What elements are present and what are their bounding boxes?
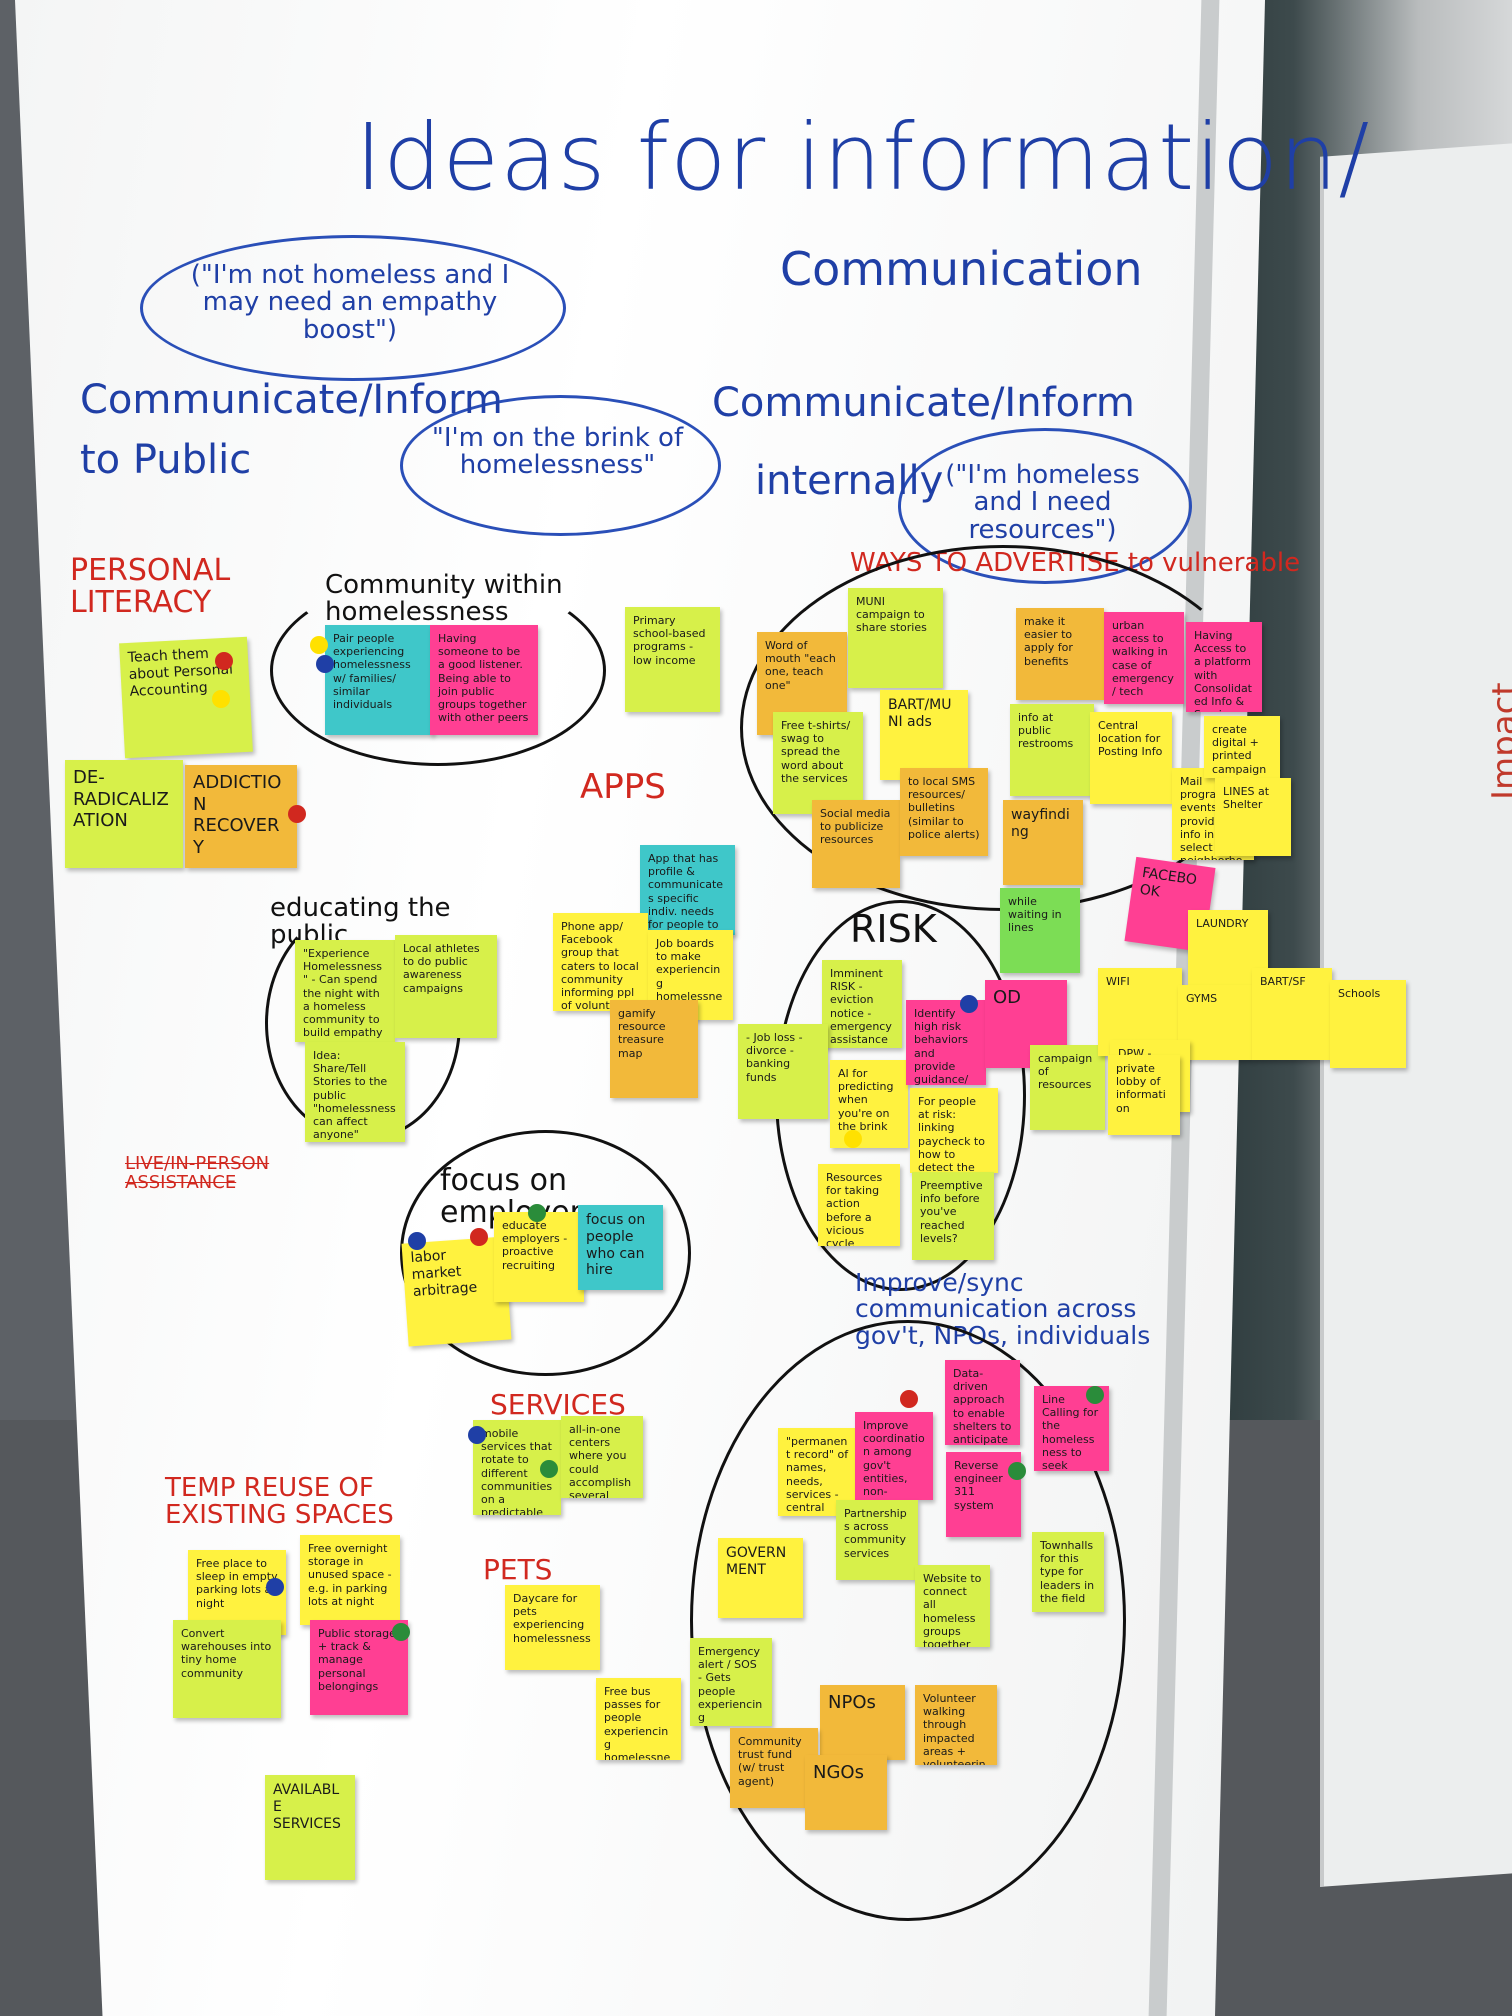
- note-urban-access: urban access to walking in case of emerg…: [1104, 612, 1184, 704]
- note-gamify: gamify resource treasure map: [610, 1000, 698, 1098]
- note-create-digital: create digital + printed campaign: [1204, 716, 1280, 778]
- board-title: Ideas for information/: [355, 104, 1371, 211]
- blue-dot-sticker: [316, 655, 334, 673]
- note-convert-warehouses: Convert warehouses into tiny home commun…: [173, 1620, 281, 1718]
- note-free-overnight: Free overnight storage in unused space -…: [300, 1535, 400, 1625]
- note-having-someone: Having someone to be a good listener. Be…: [430, 625, 538, 735]
- adjacent-board-writing: Impact: [1485, 682, 1512, 800]
- note-free-tshirts: Free t-shirts/ swag to spread the word a…: [773, 712, 863, 814]
- note-daycare-pets: Daycare for pets experiencing homelessne…: [505, 1585, 600, 1670]
- blue-dot-sticker: [266, 1578, 284, 1596]
- note-central-location: Central location for Posting Info: [1090, 712, 1172, 804]
- note-educate-employers: educate employers - proactive recruiting: [494, 1212, 584, 1302]
- note-wayfinding: wayfinding: [1003, 800, 1083, 885]
- note-job-loss: - Job loss - divorce - banking funds: [738, 1024, 828, 1119]
- quote-oval-brink: [400, 395, 721, 536]
- note-emergency-alert: Emergency alert / SOS - Gets people expe…: [690, 1638, 772, 1726]
- note-campaign-resources: campaign of resources: [1030, 1045, 1105, 1130]
- heading-pets: PETS: [483, 1553, 553, 1586]
- heading-apps: APPS: [580, 767, 666, 807]
- note-experience-homelessness: "Experience Homelessness" - Can spend th…: [295, 940, 395, 1042]
- note-ai-predicting: AI for predicting when you're on the bri…: [830, 1060, 908, 1148]
- heading-services: SERVICES: [490, 1388, 626, 1421]
- board-subtitle: Communication: [780, 242, 1143, 296]
- note-pair-people: Pair people experiencing homelessness w/…: [325, 625, 433, 735]
- note-local-athletes: Local athletes to do public awareness ca…: [395, 935, 497, 1038]
- note-make-easier: make it easier to apply for benefits: [1016, 608, 1104, 700]
- green-dot-sticker: [528, 1204, 546, 1222]
- heading-communicate-internal: Communicate/Inform: [712, 380, 1135, 426]
- note-for-people-risk: For people at risk: linking paycheck to …: [910, 1088, 998, 1173]
- note-primary-school: Primary school-based programs - low inco…: [625, 607, 720, 712]
- note-available-services: AVAILABLE SERVICES: [265, 1775, 355, 1880]
- note-reverse-engineer: Reverse engineer 311 system: [946, 1452, 1021, 1537]
- note-bart-sf: BART/SF: [1252, 968, 1332, 1060]
- red-dot-sticker: [470, 1228, 488, 1246]
- note-partnerships: Partnerships across community services: [836, 1500, 918, 1580]
- note-lines-shelter: LINES at Shelter: [1215, 778, 1291, 856]
- heading-personal-literacy: PERSONAL LITERACY: [70, 553, 231, 620]
- community-loop: [270, 575, 606, 766]
- note-phone-app: Phone app/ Facebook group that caters to…: [553, 913, 648, 1011]
- yellow-dot-sticker: [212, 690, 230, 708]
- note-website-connect: Website to connect all homeless groups t…: [915, 1565, 990, 1647]
- note-idea-share: Idea: Share/Tell Stories to the public "…: [305, 1042, 405, 1142]
- note-npos: NPOs: [820, 1685, 905, 1760]
- quote-need-resources: ("I'm homeless and I need resources"): [945, 460, 1140, 545]
- yellow-dot-sticker: [844, 1130, 862, 1148]
- note-volunteer-walking: Volunteer walking through impacted areas…: [915, 1685, 997, 1765]
- note-ngos: NGOs: [805, 1755, 887, 1830]
- note-focus-people: focus on people who can hire: [578, 1205, 663, 1290]
- note-improve-coordination: Improve coordination among gov't entitie…: [855, 1412, 933, 1500]
- heading-internally: internally: [755, 458, 944, 504]
- green-dot-sticker: [392, 1623, 410, 1641]
- note-data-driven: Data-driven approach to enable shelters …: [945, 1360, 1020, 1445]
- note-social-media: Social media to publicize resources: [812, 800, 900, 888]
- note-schools: Schools: [1330, 980, 1406, 1068]
- note-community-trust: Community trust fund (w/ trust agent): [730, 1728, 818, 1808]
- note-addiction-recovery: ADDICTION RECOVERY: [185, 765, 297, 868]
- note-having-access: Having Access to a platform with Consoli…: [1186, 622, 1262, 712]
- red-dot-sticker: [215, 652, 233, 670]
- note-permanent-record: "permanent record" of names, needs, serv…: [778, 1428, 858, 1516]
- note-identify-high-risk: Identify high risk behaviors and provide…: [906, 1000, 986, 1085]
- note-all-in-one: all-in-one centers where you could accom…: [561, 1416, 643, 1498]
- note-while-waiting: while waiting in lines: [1000, 888, 1080, 973]
- note-mobile-services: mobile services that rotate to different…: [473, 1420, 561, 1515]
- green-dot-sticker: [540, 1460, 558, 1478]
- heading-live-assistance: LIVE/IN-PERSON ASSISTANCE: [125, 1153, 270, 1193]
- note-imminent-risk: Imminent RISK - eviction notice - emerge…: [822, 960, 902, 1048]
- note-app-profile: App that has profile & communicates spec…: [640, 845, 735, 935]
- note-laundry: LAUNDRY: [1188, 910, 1268, 988]
- note-government: GOVERNMENT: [718, 1538, 803, 1618]
- note-bart-muni: BART/MUNI ads: [880, 690, 968, 780]
- heading-temp-reuse: TEMP REUSE OF EXISTING SPACES: [165, 1473, 394, 1531]
- quote-brink: "I'm on the brink of homelessness": [431, 423, 684, 481]
- note-preemptive-info: Preemptive info before you've reached le…: [912, 1172, 994, 1260]
- note-muni-campaign: MUNI campaign to share stories: [848, 588, 943, 688]
- yellow-dot-sticker: [310, 636, 328, 654]
- quote-not-homeless: ("I'm not homeless and I may need an emp…: [190, 260, 510, 345]
- note-resources-taking-action: Resources for taking action before a vic…: [818, 1164, 900, 1246]
- note-info-restrooms: info at public restrooms: [1010, 704, 1094, 796]
- note-local-sms: to local SMS resources/ bulletins (simil…: [900, 768, 988, 856]
- blue-dot-sticker: [960, 995, 978, 1013]
- quote-oval-empathy: [140, 235, 566, 381]
- note-public-storage: Public storage + track & manage personal…: [310, 1620, 408, 1715]
- red-dot-sticker: [900, 1390, 918, 1408]
- note-townhalls: Townhalls for this type for leaders in t…: [1032, 1532, 1104, 1612]
- note-de-radicalization: DE-RADICALIZATION: [65, 760, 183, 868]
- note-free-bus: Free bus passes for people experiencing …: [596, 1678, 681, 1760]
- employers-loop: [400, 1130, 691, 1376]
- blue-dot-sticker: [408, 1232, 426, 1250]
- note-private-info: private lobby of information: [1108, 1055, 1180, 1135]
- note-gyms: GYMS: [1178, 985, 1252, 1060]
- green-dot-sticker: [1086, 1386, 1104, 1404]
- improve-sync-loop: [690, 1320, 1126, 1921]
- note-teach-accounting: Teach them about Personal Accounting: [119, 636, 253, 759]
- green-dot-sticker: [1008, 1462, 1026, 1480]
- heading-communicate-public: Communicate/Inform to Public: [80, 377, 503, 483]
- red-dot-sticker: [288, 805, 306, 823]
- blue-dot-sticker: [468, 1426, 486, 1444]
